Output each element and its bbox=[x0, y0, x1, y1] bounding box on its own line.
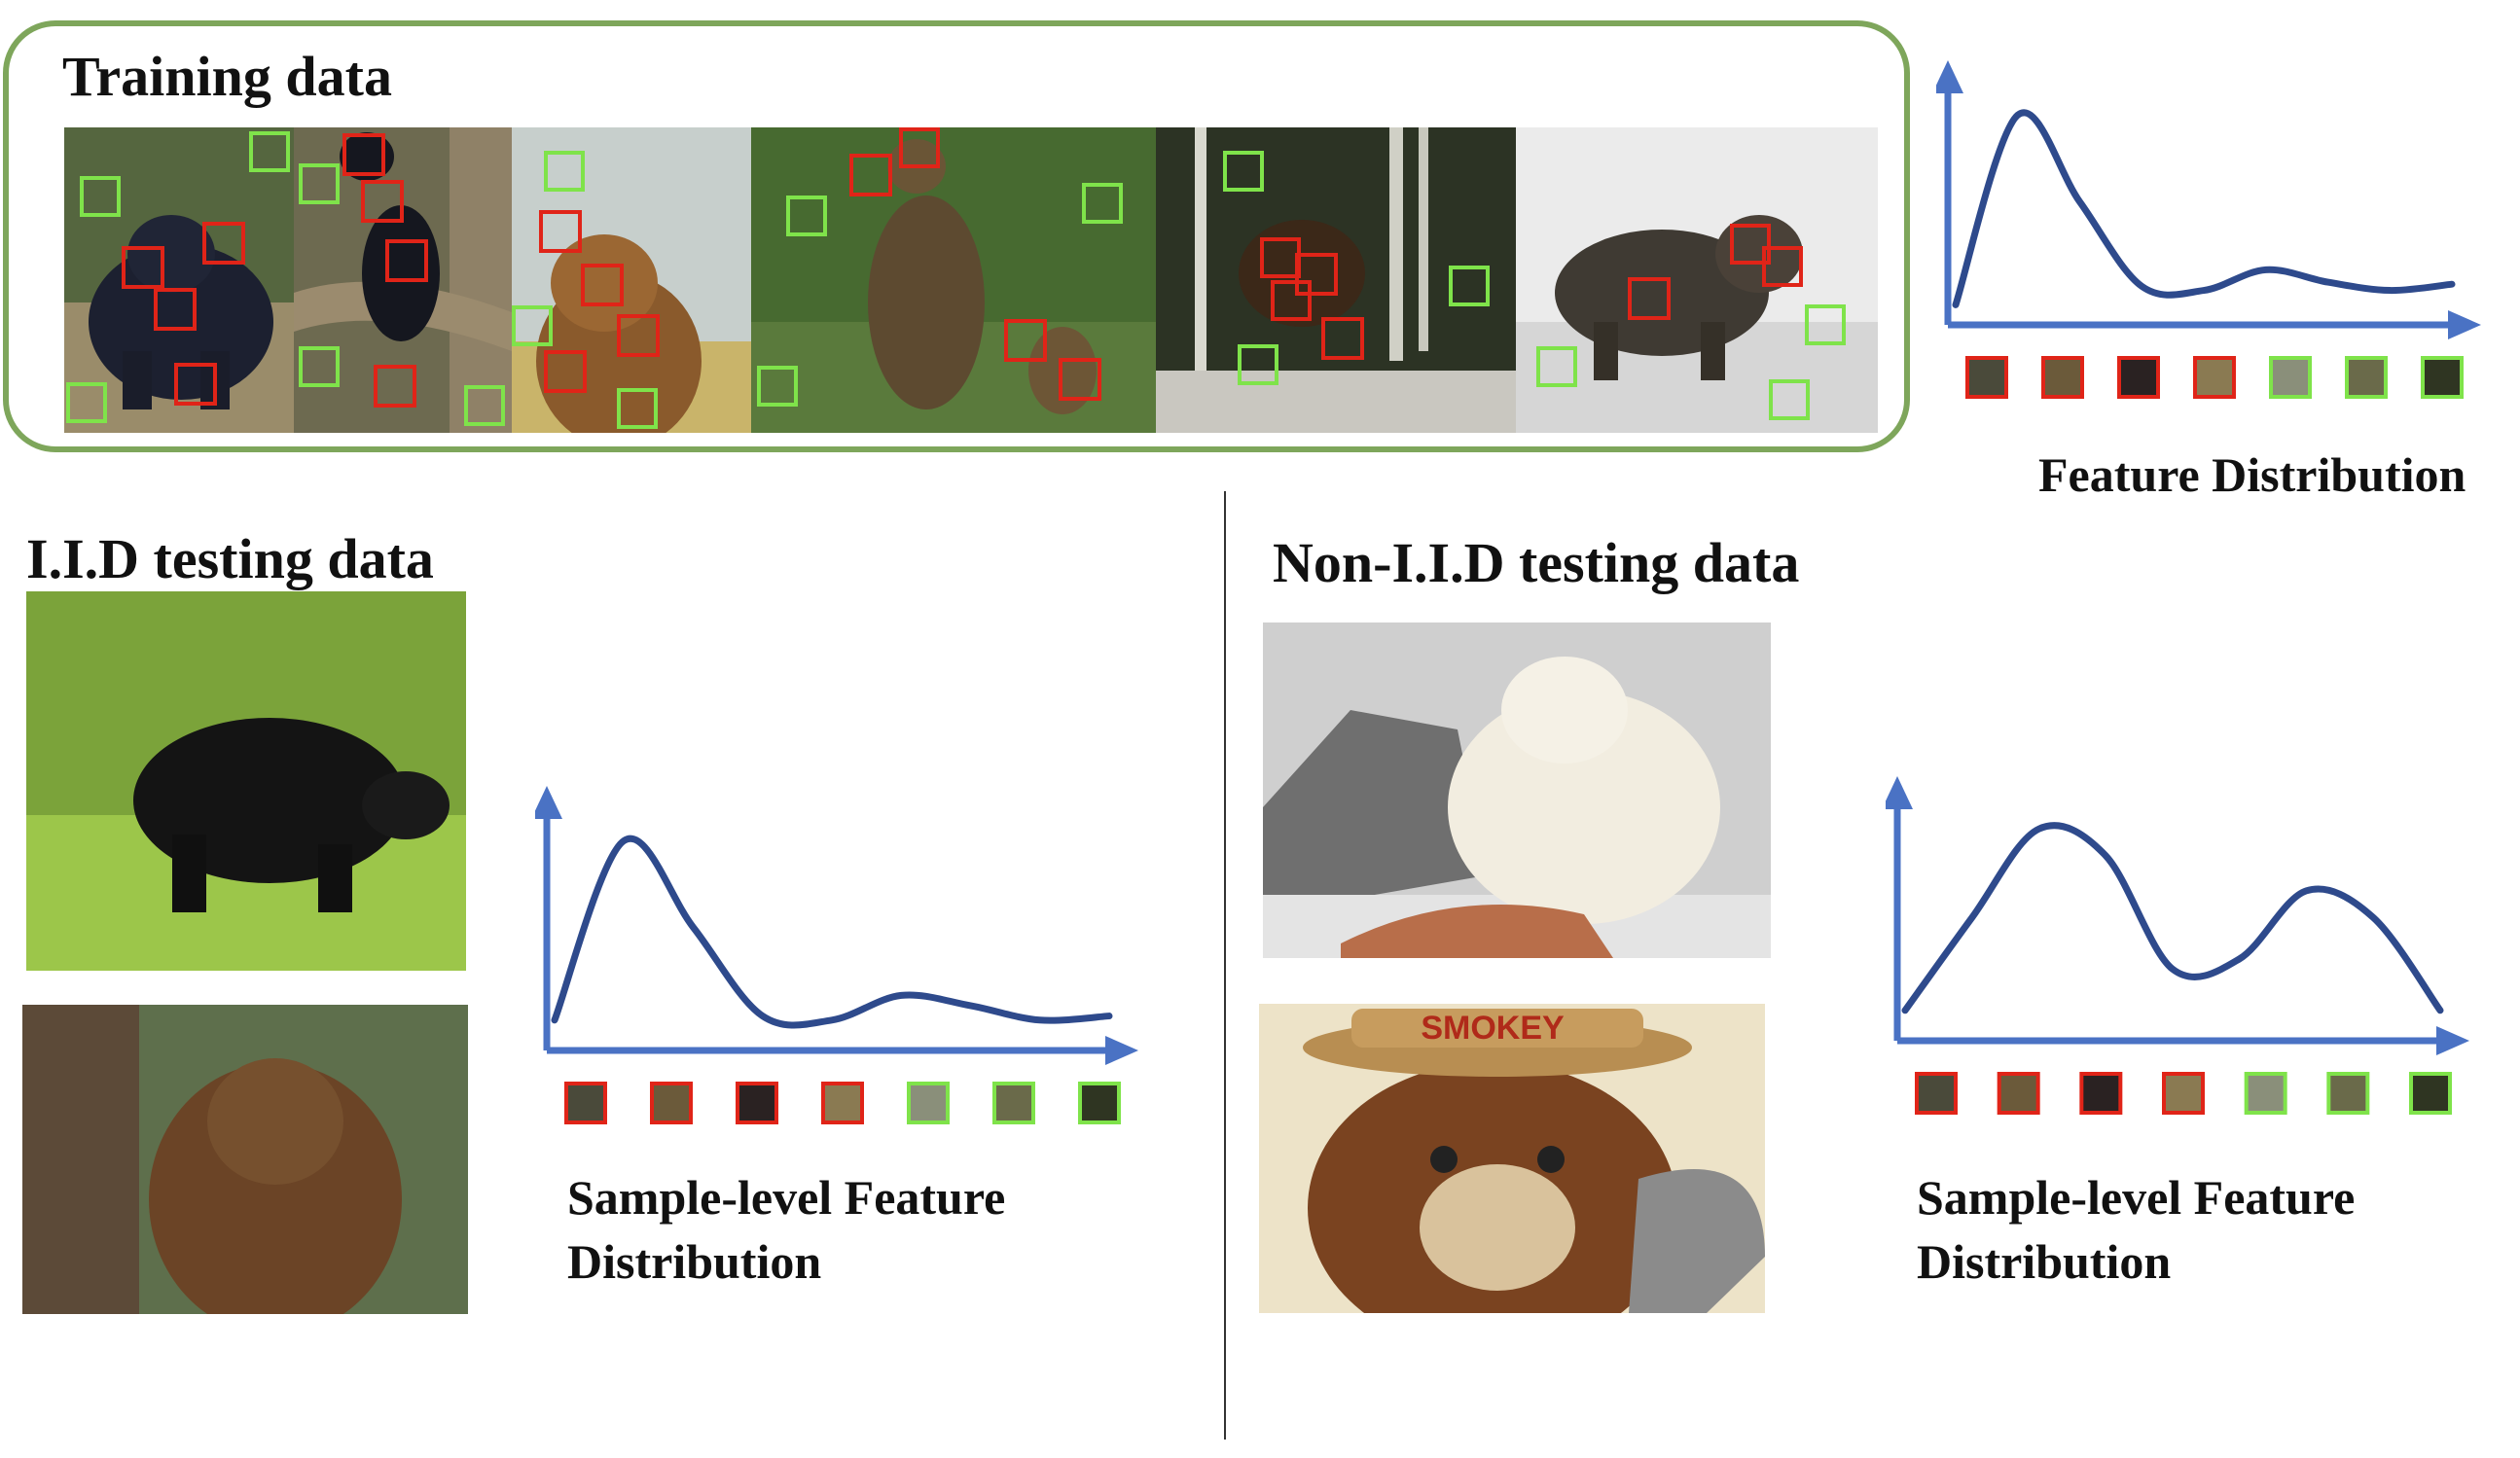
feature-patch-red bbox=[202, 222, 245, 265]
feature-patch-green bbox=[2244, 1072, 2287, 1115]
feature-patch-green bbox=[544, 151, 585, 192]
training-feature-distribution-chart bbox=[1936, 60, 2481, 399]
feature-patch-red bbox=[2041, 356, 2084, 399]
feature-patch-green bbox=[757, 366, 798, 407]
distribution-curve bbox=[551, 835, 1113, 1029]
feature-patch-red bbox=[544, 350, 587, 393]
feature-patch-red bbox=[342, 133, 385, 176]
caption-line: Distribution bbox=[1917, 1234, 2172, 1289]
training-photo-brown-bear bbox=[512, 127, 751, 433]
training-data-panel bbox=[3, 20, 1910, 452]
feature-patch-red bbox=[2193, 356, 2236, 399]
feature-patch-green bbox=[299, 346, 340, 387]
feature-patch-red bbox=[361, 180, 404, 223]
feature-patch-red bbox=[539, 210, 582, 253]
smokey-hat-text: SMOKEY bbox=[1421, 1010, 1565, 1047]
feature-patch-red bbox=[1965, 356, 2008, 399]
iid-photo-black-bear-grass bbox=[26, 591, 466, 971]
feature-patch-green bbox=[512, 305, 553, 346]
feature-patch-red bbox=[581, 264, 624, 306]
y-axis-arrowhead bbox=[1936, 60, 1963, 93]
feature-patch-red bbox=[1271, 280, 1312, 321]
feature-patch-green bbox=[1805, 304, 1846, 345]
feature-patch-red bbox=[821, 1082, 864, 1124]
feature-patch-red bbox=[1628, 277, 1671, 320]
feature-patch-red bbox=[2117, 356, 2160, 399]
feature-patch-green bbox=[80, 176, 121, 217]
feature-patch-red bbox=[385, 239, 428, 282]
feature-patch-red bbox=[154, 288, 197, 331]
feature-patch-green bbox=[2345, 356, 2388, 399]
training-data-title: Training data bbox=[62, 45, 392, 108]
caption-line: Sample-level Feature bbox=[1917, 1170, 2356, 1225]
feature-patch-red bbox=[374, 365, 416, 408]
feature-patch-red bbox=[122, 246, 164, 289]
iid-photo-brown-bear-tree bbox=[22, 1005, 468, 1314]
feature-patch-green bbox=[1078, 1082, 1121, 1124]
feature-patch-red bbox=[1915, 1072, 1958, 1115]
feature-patch-red bbox=[617, 314, 660, 357]
iid-sample-feature-distribution-chart bbox=[535, 786, 1138, 1124]
feature-patch-green bbox=[464, 385, 505, 426]
feature-patch-green bbox=[992, 1082, 1035, 1124]
feature-patch-green bbox=[2409, 1072, 2452, 1115]
feature-patch-red bbox=[899, 127, 940, 168]
feature-patch-red bbox=[2079, 1072, 2123, 1115]
feature-patch-green bbox=[1536, 346, 1577, 387]
iid-testing-title: I.I.D testing data bbox=[26, 527, 434, 590]
feature-patch-green bbox=[249, 131, 290, 172]
y-axis-arrowhead bbox=[535, 786, 562, 819]
feature-patch-red bbox=[174, 363, 217, 406]
non-iid-photo-polar-bear bbox=[1263, 622, 1771, 958]
feature-patch-red bbox=[650, 1082, 693, 1124]
section-divider bbox=[1224, 491, 1226, 1440]
iid-sample-feature-caption: Sample-level Feature Distribution bbox=[567, 1165, 1005, 1294]
x-axis-arrowhead bbox=[2448, 310, 2481, 339]
non-iid-sample-feature-distribution-chart bbox=[1886, 776, 2469, 1115]
training-feature-patches bbox=[66, 127, 1846, 429]
training-photo-snow-bear bbox=[1516, 127, 1878, 433]
non-iid-sample-feature-caption: Sample-level Feature Distribution bbox=[1917, 1165, 2355, 1294]
feature-patch-green bbox=[2421, 356, 2464, 399]
non-iid-photo-smokey-bear: SMOKEY bbox=[1259, 1004, 1765, 1313]
feature-patch-green bbox=[617, 388, 658, 429]
feature-patch-red bbox=[1321, 317, 1364, 360]
feature-patch-red bbox=[1762, 246, 1803, 287]
feature-patch-red bbox=[1260, 237, 1301, 278]
feature-patch-red bbox=[1004, 319, 1047, 362]
feature-patch-green bbox=[907, 1082, 950, 1124]
training-photo-standing-bear bbox=[751, 127, 1156, 433]
training-feature-distribution-caption: Feature Distribution bbox=[2038, 447, 2466, 502]
distribution-curve bbox=[1901, 822, 2444, 1014]
x-axis-arrowhead bbox=[1105, 1036, 1138, 1065]
feature-patch-red bbox=[1997, 1072, 2040, 1115]
y-axis-arrowhead bbox=[1886, 776, 1913, 809]
feature-patch-red bbox=[736, 1082, 778, 1124]
feature-patch-green bbox=[2269, 356, 2312, 399]
feature-patch-green bbox=[66, 382, 107, 423]
feature-patch-red bbox=[1730, 224, 1771, 265]
distribution-curve bbox=[1952, 109, 2456, 308]
feature-patch-green bbox=[1769, 379, 1810, 420]
feature-patch-red bbox=[1295, 253, 1338, 296]
caption-line: Distribution bbox=[567, 1234, 822, 1289]
feature-patch-green bbox=[786, 196, 827, 236]
feature-patch-green bbox=[1449, 266, 1490, 306]
feature-patch-green bbox=[1238, 344, 1278, 385]
non-iid-testing-title: Non-I.I.D testing data bbox=[1273, 531, 1800, 594]
feature-patch-red bbox=[849, 154, 892, 196]
caption-line: Sample-level Feature bbox=[567, 1170, 1006, 1225]
feature-patch-red bbox=[1059, 358, 1101, 401]
feature-patch-green bbox=[1082, 183, 1123, 224]
x-axis-arrowhead bbox=[2436, 1026, 2469, 1055]
feature-patch-red bbox=[564, 1082, 607, 1124]
feature-patch-green bbox=[299, 163, 340, 204]
feature-patch-green bbox=[1223, 151, 1264, 192]
feature-patch-red bbox=[2162, 1072, 2205, 1115]
feature-patch-green bbox=[2326, 1072, 2370, 1115]
